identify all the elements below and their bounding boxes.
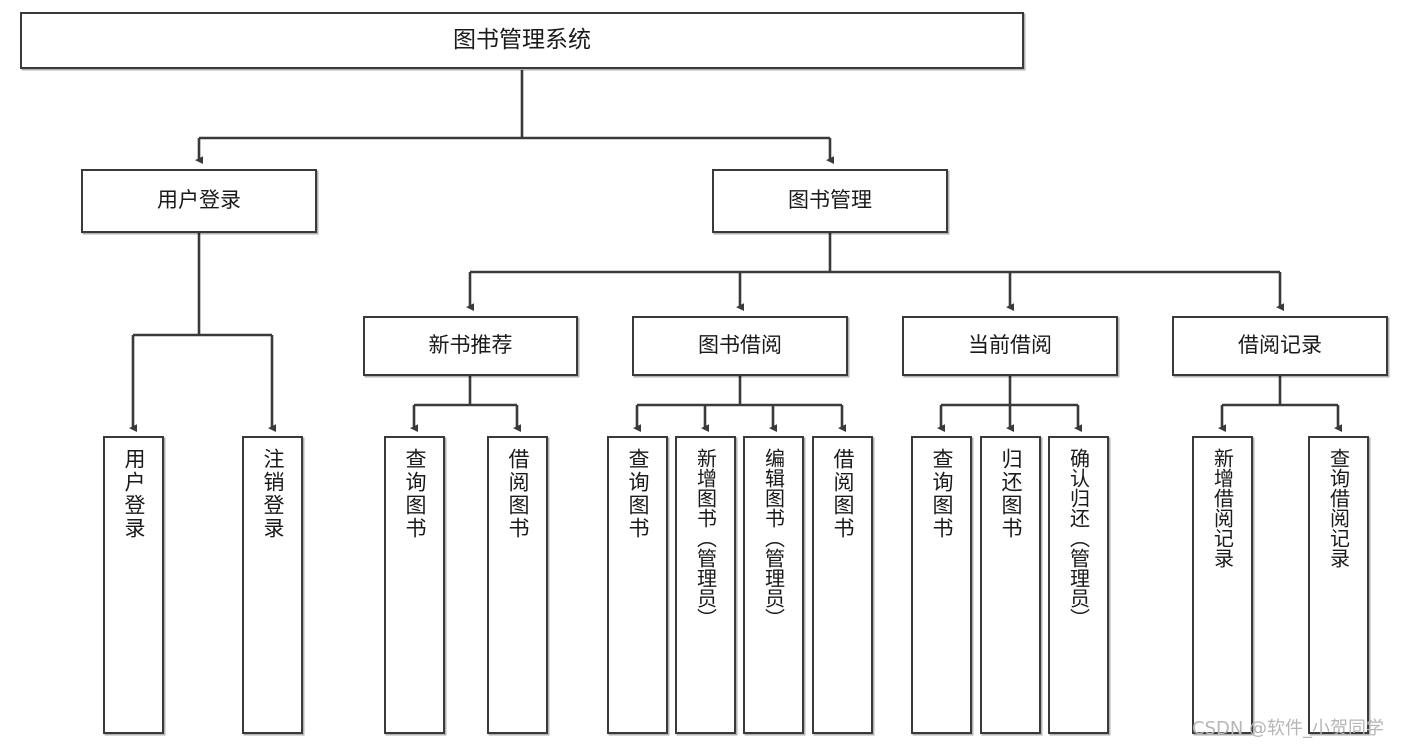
node-label: 注销登录 — [261, 448, 285, 540]
node-label: 编辑图书（管理员） — [761, 448, 786, 628]
node-new-book-recommend[interactable]: 新书推荐 — [363, 316, 578, 376]
csdn-watermark: CSDN @软件_小贺同学 — [1192, 718, 1385, 739]
leaf-confirm-return[interactable]: 确认归还（管理员） — [1048, 436, 1109, 734]
leaf-edit-book[interactable]: 编辑图书（管理员） — [743, 436, 804, 734]
leaf-query-book-borrow[interactable]: 查询图书 — [607, 436, 668, 734]
node-book-manage[interactable]: 图书管理 — [712, 169, 948, 233]
node-label: 新书推荐 — [428, 333, 513, 358]
leaf-query-book-recommend[interactable]: 查询图书 — [384, 436, 445, 734]
node-label: 新增借阅记录 — [1210, 448, 1235, 568]
leaf-borrow-book-recommend[interactable]: 借阅图书 — [487, 436, 548, 734]
node-label: 图书借阅 — [698, 333, 782, 358]
node-label: 借阅图书 — [506, 448, 530, 540]
node-label: 用户登录 — [122, 448, 146, 540]
node-label: 图书管理系统 — [453, 26, 591, 53]
leaf-query-book-current[interactable]: 查询图书 — [911, 436, 972, 734]
node-label: 图书管理 — [788, 188, 872, 213]
leaf-query-borrow-record[interactable]: 查询借阅记录 — [1308, 436, 1369, 734]
node-book-borrow[interactable]: 图书借阅 — [632, 316, 848, 376]
leaf-add-borrow-record[interactable]: 新增借阅记录 — [1192, 436, 1253, 734]
node-label: 当前借阅 — [968, 333, 1052, 358]
node-label: 查询借阅记录 — [1326, 448, 1351, 568]
node-label: 查询图书 — [626, 448, 650, 540]
node-label: 查询图书 — [930, 448, 954, 540]
node-label: 查询图书 — [403, 448, 427, 540]
node-borrow-record[interactable]: 借阅记录 — [1172, 316, 1388, 376]
node-label: 用户登录 — [157, 188, 241, 213]
node-label: 归还图书 — [999, 448, 1023, 540]
node-root-system[interactable]: 图书管理系统 — [20, 12, 1024, 69]
leaf-user-logout[interactable]: 注销登录 — [242, 436, 303, 734]
leaf-add-book[interactable]: 新增图书（管理员） — [675, 436, 736, 734]
node-user-login[interactable]: 用户登录 — [81, 169, 317, 233]
node-label: 确认归还（管理员） — [1066, 448, 1091, 628]
leaf-borrow-book[interactable]: 借阅图书 — [812, 436, 873, 734]
leaf-return-book[interactable]: 归还图书 — [980, 436, 1041, 734]
node-current-borrow[interactable]: 当前借阅 — [902, 316, 1118, 376]
node-label: 借阅记录 — [1238, 333, 1322, 358]
leaf-user-login[interactable]: 用户登录 — [103, 436, 164, 734]
node-label: 借阅图书 — [831, 448, 855, 540]
node-label: 新增图书（管理员） — [693, 448, 718, 628]
